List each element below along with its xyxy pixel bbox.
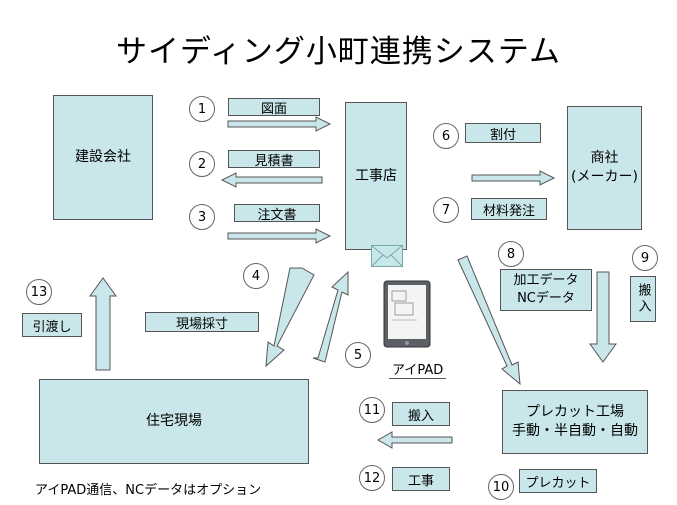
arrow-delivery-site	[376, 431, 453, 449]
trading-company-box: 商社 (メーカー)	[567, 106, 642, 230]
step-12-number: 12	[359, 465, 385, 491]
step-1-number: 1	[189, 96, 215, 122]
arrow-measure-down	[265, 267, 315, 368]
step-9-number: 9	[632, 245, 658, 271]
arrow-measure-up	[312, 270, 349, 363]
envelope-icon	[371, 245, 403, 267]
ipad-icon	[383, 280, 431, 348]
diagram-title: サイディング小町連携システム	[116, 34, 561, 70]
arrow-drawing	[227, 116, 332, 132]
step-11-number: 11	[359, 397, 385, 423]
step-12-label: 工事	[392, 467, 450, 491]
trading-company-label: 商社 (メーカー)	[571, 150, 638, 185]
step-13-number: 13	[26, 279, 52, 305]
arrow-delivery-factory	[589, 271, 617, 363]
step-7-label: 材料発注	[471, 198, 547, 220]
step-8-label: 加工データ NCデータ	[500, 269, 592, 311]
step-6-label: 割付	[465, 123, 541, 143]
step-4-number: 4	[243, 263, 269, 289]
step-13-label: 引渡し	[22, 313, 82, 337]
step-2-number: 2	[189, 151, 215, 177]
step-10-label: プレカット	[519, 469, 597, 493]
option-note: アイPAD通信、NCデータはオプション	[35, 483, 262, 498]
step-3-number: 3	[189, 204, 215, 230]
step-10-number: 10	[488, 474, 514, 500]
step-9-label: 搬入	[630, 276, 656, 322]
step-7-number: 7	[433, 197, 459, 223]
step-3-label: 注文書	[234, 204, 320, 223]
builder-label: 建設会社	[75, 149, 131, 166]
arrow-estimate	[220, 172, 323, 188]
arrow-order	[227, 228, 332, 244]
precut-factory-label: プレカット工場 手動・半自動・自動	[512, 404, 638, 439]
step-2-label: 見積書	[228, 150, 320, 169]
contractor-box: 工事店	[345, 102, 407, 250]
contractor-label: 工事店	[355, 167, 397, 184]
precut-factory-box: プレカット工場 手動・半自動・自動	[502, 390, 648, 454]
step-5-number: 5	[345, 342, 371, 368]
arrow-nc-data	[457, 255, 521, 386]
step-8-number: 8	[498, 241, 524, 267]
arrow-allocation	[471, 170, 556, 186]
site-box: 住宅現場	[39, 379, 309, 464]
step-4-label: 現場採寸	[145, 312, 259, 332]
step-11-label: 搬入	[392, 402, 450, 426]
step-5-label: アイPAD	[389, 359, 447, 379]
builder-box: 建設会社	[53, 95, 153, 220]
arrow-handover	[89, 277, 117, 371]
step-1-label: 図面	[228, 98, 320, 117]
site-label: 住宅現場	[146, 413, 202, 430]
step-6-number: 6	[433, 123, 459, 149]
